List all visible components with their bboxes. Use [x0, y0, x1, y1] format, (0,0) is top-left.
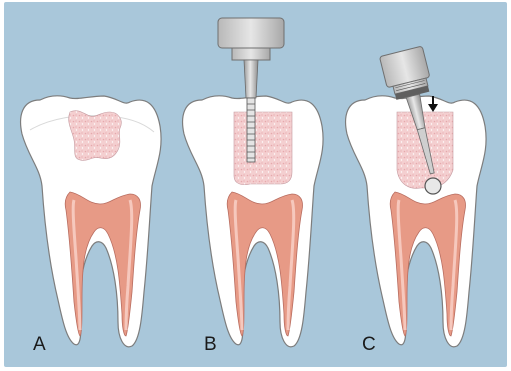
bur-tip	[425, 178, 441, 194]
panel-label-c: C	[362, 334, 376, 356]
panel-label-b: B	[204, 334, 217, 356]
tooth-c	[346, 96, 487, 347]
decay-cavity	[69, 111, 122, 161]
access-cavity	[234, 112, 292, 185]
tooth-a	[21, 96, 162, 347]
panel-label-a: A	[33, 334, 46, 356]
